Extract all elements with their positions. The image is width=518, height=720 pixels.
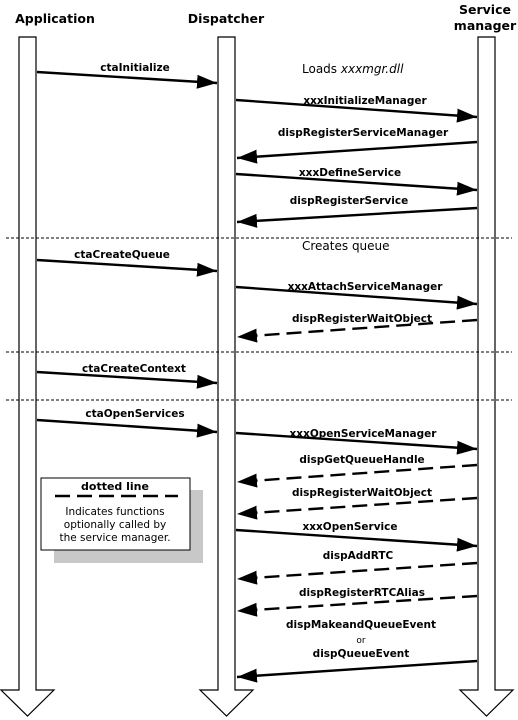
legend-box <box>40 477 191 551</box>
arrow-dispRegisterRTCAlias: dispRegisterRTCAlias <box>236 587 478 617</box>
header-service-manager-line2: manager <box>454 18 517 33</box>
note-loads-dll: Loads xxxmgr.dll <box>302 62 404 76</box>
arrow-ctaCreateContext: ctaCreateContext <box>36 363 218 389</box>
arrow-xxxInitializeManager: xxxInitializeManager <box>235 95 478 123</box>
label-xxxOpenServiceManager: xxxOpenServiceManager <box>290 428 438 440</box>
lifeline-service-manager <box>458 36 515 717</box>
arrow-xxxDefineService: xxxDefineService <box>235 167 478 196</box>
arrow-dispRegisterWaitObject-2: dispRegisterWaitObject <box>236 487 478 520</box>
label-dispMakeandQueueEvent: dispMakeandQueueEvent <box>286 619 436 631</box>
label-xxxOpenService: xxxOpenService <box>302 521 397 533</box>
label-dispRegisterService: dispRegisterService <box>290 195 408 207</box>
label-xxxAttachServiceManager: xxxAttachServiceManager <box>288 281 444 293</box>
arrow-xxxAttachServiceManager: xxxAttachServiceManager <box>235 281 478 310</box>
label-ctaInitialize: ctaInitialize <box>100 62 169 74</box>
arrow-dispMakeandQueueEvent: dispMakeandQueueEvent or dispQueueEvent <box>236 619 478 683</box>
arrow-ctaOpenServices: ctaOpenServices <box>36 408 218 438</box>
arrow-ctaInitialize: ctaInitialize <box>36 62 218 89</box>
arrow-dispAddRTC: dispAddRTC <box>236 550 478 585</box>
arrow-dispRegisterWaitObject-1: dispRegisterWaitObject <box>236 313 478 343</box>
label-ctaCreateQueue: ctaCreateQueue <box>74 249 170 261</box>
legend-text-line2: optionally called by <box>64 519 166 531</box>
label-dispQueueEvent: dispQueueEvent <box>313 648 410 660</box>
lifeline-application <box>0 36 56 717</box>
label-or: or <box>356 636 366 646</box>
arrow-dispRegisterServiceManager: dispRegisterServiceManager <box>236 127 478 164</box>
arrow-dispGetQueueHandle: dispGetQueueHandle <box>236 454 478 488</box>
label-ctaCreateContext: ctaCreateContext <box>82 363 186 375</box>
legend-text-line3: the service manager. <box>59 532 170 544</box>
legend-title: dotted line <box>81 480 149 493</box>
header-dispatcher: Dispatcher <box>188 11 265 26</box>
label-dispRegisterWaitObject-2: dispRegisterWaitObject <box>292 487 432 499</box>
legend: dotted line Indicates functions optional… <box>40 477 203 563</box>
label-xxxDefineService: xxxDefineService <box>299 167 401 179</box>
label-dispRegisterWaitObject-1: dispRegisterWaitObject <box>292 313 432 325</box>
label-xxxInitializeManager: xxxInitializeManager <box>303 95 427 107</box>
note-creates-queue: Creates queue <box>302 239 390 253</box>
arrow-xxxOpenServiceManager: xxxOpenServiceManager <box>235 428 478 455</box>
label-dispAddRTC: dispAddRTC <box>323 550 394 562</box>
lifeline-dispatcher <box>198 36 255 717</box>
header-service-manager-line1: Service <box>459 2 511 17</box>
label-dispGetQueueHandle: dispGetQueueHandle <box>299 454 424 466</box>
label-dispRegisterServiceManager: dispRegisterServiceManager <box>278 127 449 139</box>
arrow-dispRegisterService: dispRegisterService <box>236 195 478 228</box>
legend-text-line1: Indicates functions <box>65 506 164 518</box>
header-application: Application <box>15 11 95 26</box>
label-dispRegisterRTCAlias: dispRegisterRTCAlias <box>299 587 425 599</box>
label-ctaOpenServices: ctaOpenServices <box>85 408 184 420</box>
arrow-ctaCreateQueue: ctaCreateQueue <box>36 249 218 277</box>
arrow-xxxOpenService: xxxOpenService <box>235 521 478 552</box>
